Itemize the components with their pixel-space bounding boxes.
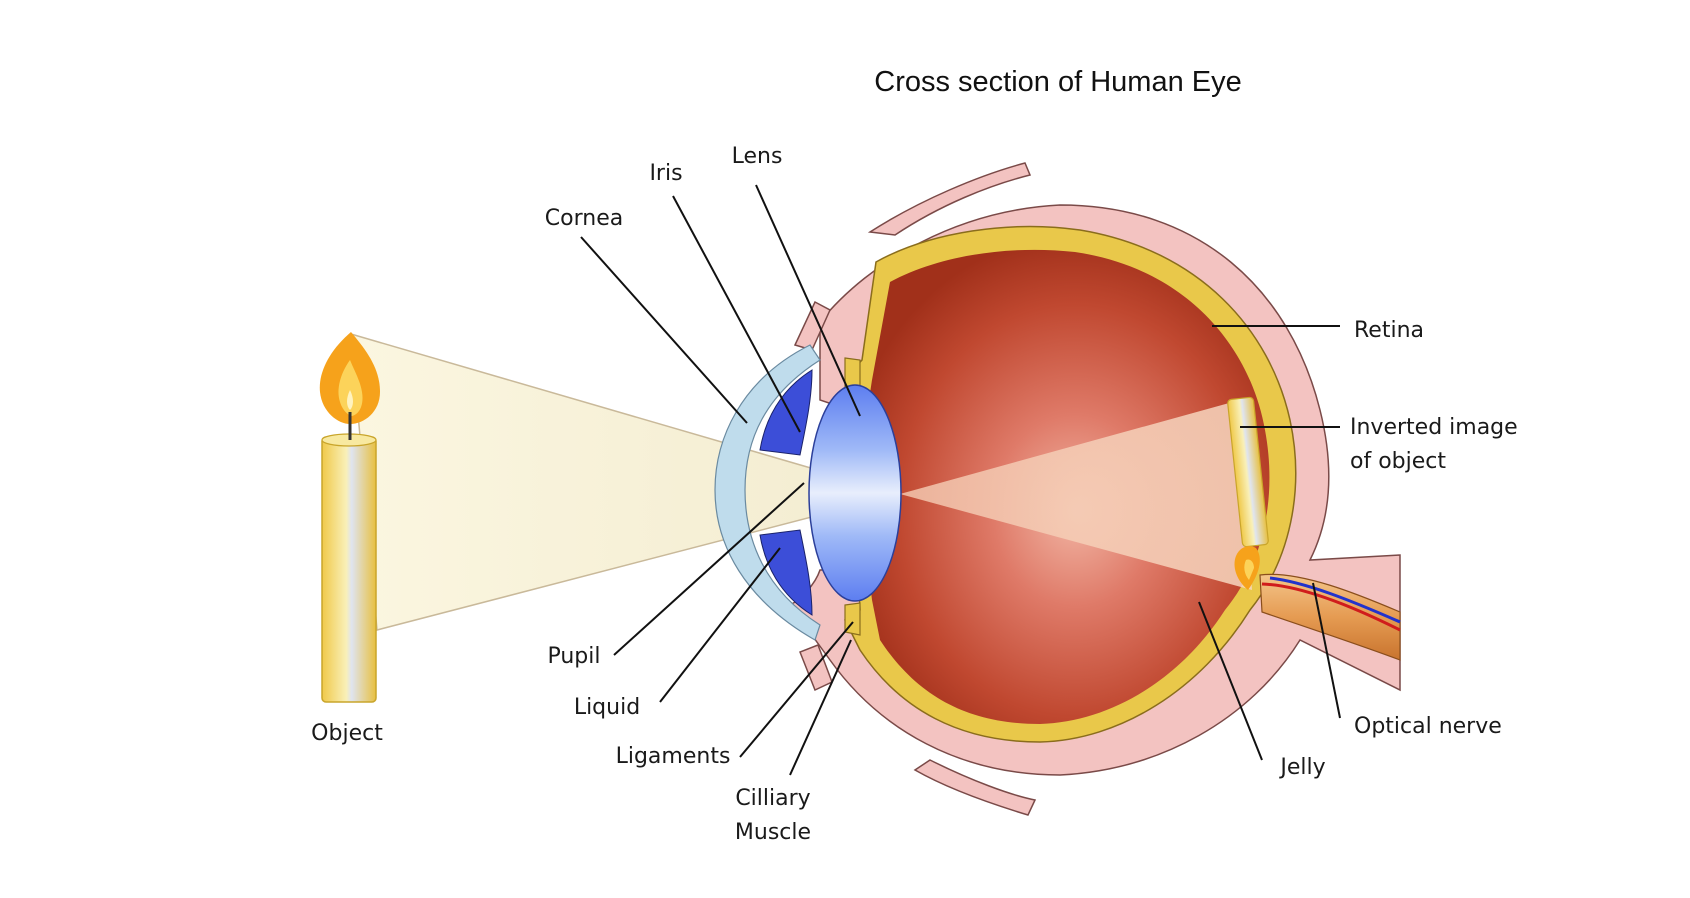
label-cornea: Cornea	[545, 206, 623, 231]
iris-top	[759, 369, 813, 456]
label-ligaments: Ligaments	[616, 744, 731, 769]
leader-jelly	[1198, 601, 1263, 761]
cornea	[714, 344, 821, 641]
leader-cornea	[580, 236, 748, 424]
leader-iris	[672, 195, 801, 433]
label-pupil: Pupil	[547, 644, 600, 669]
lens	[808, 384, 902, 602]
label-optical-nerve: Optical nerve	[1354, 714, 1502, 739]
diagram-title: Cross section of Human Eye	[874, 66, 1241, 98]
inverted-image-beam	[900, 400, 1252, 590]
leader-optical-nerve	[1312, 582, 1341, 719]
label-cilliary-1: Cilliary	[735, 786, 810, 811]
label-object: Object	[311, 721, 383, 746]
label-lens: Lens	[732, 144, 783, 169]
label-inverted-image-1: Inverted image	[1350, 415, 1518, 440]
optic-nerve	[1259, 573, 1401, 661]
leader-ligaments	[739, 621, 854, 758]
label-inverted-image-2: of object	[1350, 449, 1446, 474]
iris-bottom	[759, 529, 813, 616]
label-liquid: Liquid	[574, 695, 640, 720]
leader-liquid	[659, 547, 781, 703]
label-jelly: Jelly	[1278, 755, 1325, 780]
leader-cilliary	[789, 639, 852, 776]
inverted-image	[1227, 396, 1269, 590]
leader-lens	[755, 184, 861, 417]
label-retina: Retina	[1354, 318, 1424, 343]
label-cilliary-2: Muscle	[735, 820, 811, 845]
candle-object	[319, 332, 380, 703]
leader-pupil	[613, 482, 805, 656]
label-iris: Iris	[649, 161, 682, 186]
